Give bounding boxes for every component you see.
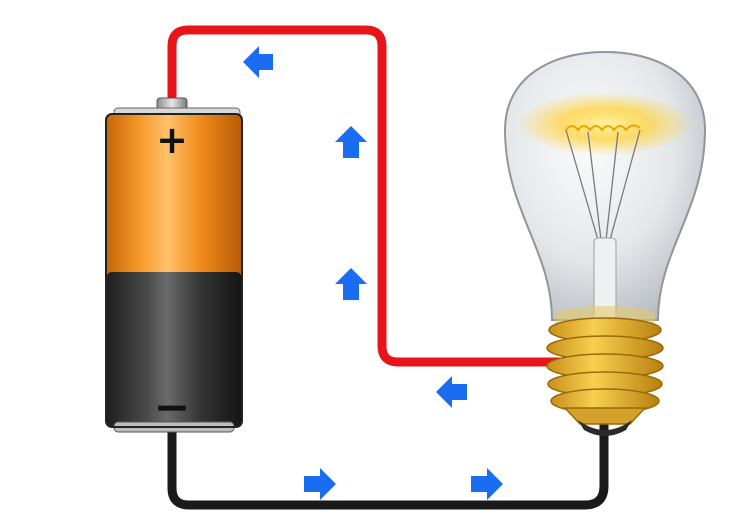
bulb-filament bbox=[565, 124, 641, 241]
light-bulb bbox=[503, 50, 707, 436]
arrow-icon bbox=[471, 468, 503, 500]
bulb-contact bbox=[578, 420, 632, 436]
arrow-icon bbox=[436, 376, 467, 408]
negative-sign: − bbox=[154, 382, 191, 433]
battery-positive-half bbox=[106, 114, 242, 276]
battery-negative-half bbox=[106, 272, 242, 427]
bulb-screw-base bbox=[546, 317, 664, 425]
arrow-icon bbox=[243, 46, 273, 78]
arrow-icon bbox=[335, 268, 367, 300]
arrow-icon bbox=[335, 126, 367, 158]
bulb-glow bbox=[517, 92, 693, 156]
negative-wire bbox=[167, 424, 609, 510]
arrow-icon bbox=[304, 468, 336, 500]
positive-sign: + bbox=[156, 118, 188, 162]
current-arrows bbox=[243, 46, 503, 500]
battery: + − bbox=[105, 97, 243, 433]
positive-wire bbox=[167, 25, 560, 367]
